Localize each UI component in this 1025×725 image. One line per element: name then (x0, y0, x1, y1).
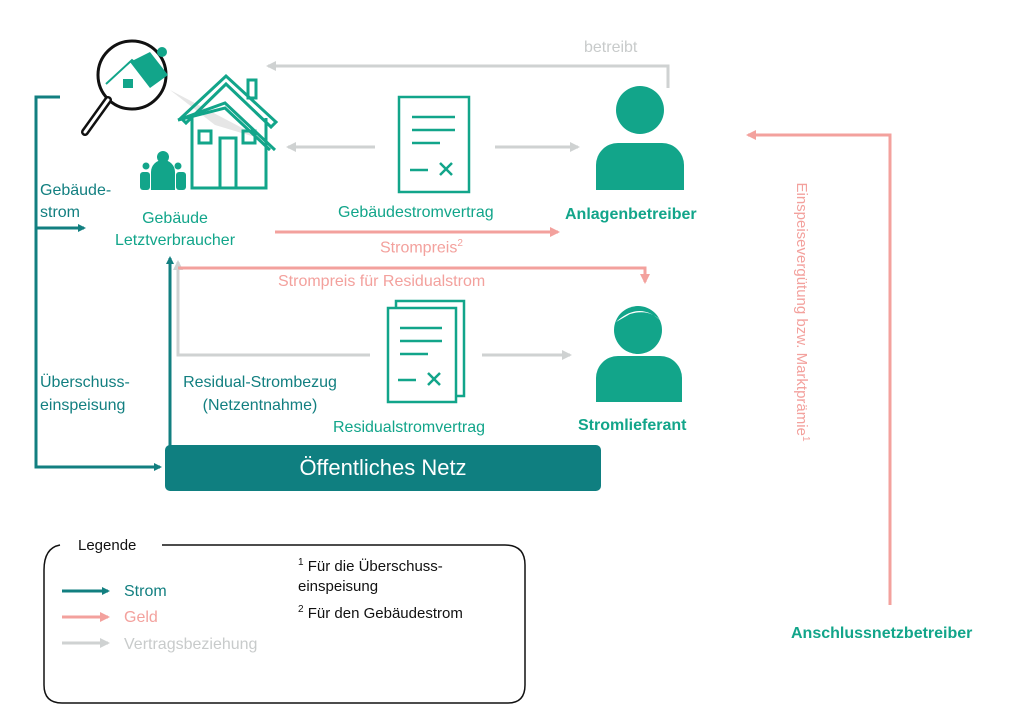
label-residualstromvertrag: Residualstromvertrag (333, 419, 486, 436)
residual-bezug-line1: Residual-Strombezug (183, 374, 337, 391)
label-stromlieferant: Stromlieferant (578, 417, 687, 434)
magnifier-solar-icon (81, 39, 265, 140)
people-icon (140, 151, 186, 190)
note1-num: 1 (298, 557, 304, 568)
legend-vertrag: Vertragsbeziehung (124, 636, 258, 653)
geld-arrows (178, 130, 892, 605)
einspeise-text: Einspeisevergütung bzw. Marktprämie (793, 182, 810, 436)
label-gebaeudestromvertrag: Gebäudestromvertrag (338, 204, 494, 221)
legend-box (43, 544, 526, 704)
label-residual-bezug: Residual-Strombezug (Netzentnahme) (170, 371, 350, 417)
contract-icon-gebaeudestrom (397, 95, 471, 194)
note1-line2: einspeisung (298, 578, 379, 595)
gebaeude-line1: Gebäude (142, 210, 208, 227)
label-anschlussnetzbetreiber: Anschlussnetzbetreiber (791, 625, 973, 642)
note2-line1: Für den Gebäudestrom (307, 605, 463, 622)
gebaeude-line2: Letztverbraucher (114, 232, 236, 249)
strompreis-sup: 2 (457, 238, 463, 249)
anlagenbetreiber-person-icon (596, 86, 684, 190)
legend-geld: Geld (124, 609, 158, 626)
label-anlagenbetreiber: Anlagenbetreiber (565, 206, 697, 223)
einspeise-sup: 1 (800, 435, 811, 442)
netz-label: Öffentliches Netz (299, 455, 467, 480)
ueberschuss-line2: einspeisung (40, 397, 126, 414)
label-strompreis: Strompreis2 (380, 234, 463, 258)
label-einspeiseverguetung: Einspeisevergütung bzw. Marktprämie1 (791, 142, 815, 482)
legend-note-2: 2 Für den Gebäudestrom (298, 600, 463, 624)
strom-arrows (34, 95, 174, 471)
vertrag-arrows (173, 61, 670, 360)
netz-box (165, 445, 601, 491)
label-gebaeudestrom: Gebäude- strom (40, 182, 112, 221)
label-strompreis-residual: Strompreis für Residualstrom (278, 273, 486, 290)
note1-line1: Für die Überschuss- (307, 558, 443, 575)
ueberschuss-line1: Überschuss- (40, 374, 130, 391)
strompreis-text: Strompreis (380, 239, 458, 257)
stromlieferant-person-icon (596, 306, 682, 402)
note2-num: 2 (298, 604, 304, 615)
label-ueberschuss: Überschuss-einspeisung (40, 371, 130, 417)
legend-note-1: 1 Für die Überschuss-einspeisung (298, 553, 443, 597)
contract-icon-residualstrom (386, 299, 466, 404)
legend-title: Legende (74, 536, 141, 556)
house-icon (177, 73, 279, 190)
legend-strom: Strom (124, 583, 167, 600)
residual-bezug-line2: (Netzentnahme) (202, 397, 318, 414)
label-betreibt: betreibt (584, 39, 638, 56)
